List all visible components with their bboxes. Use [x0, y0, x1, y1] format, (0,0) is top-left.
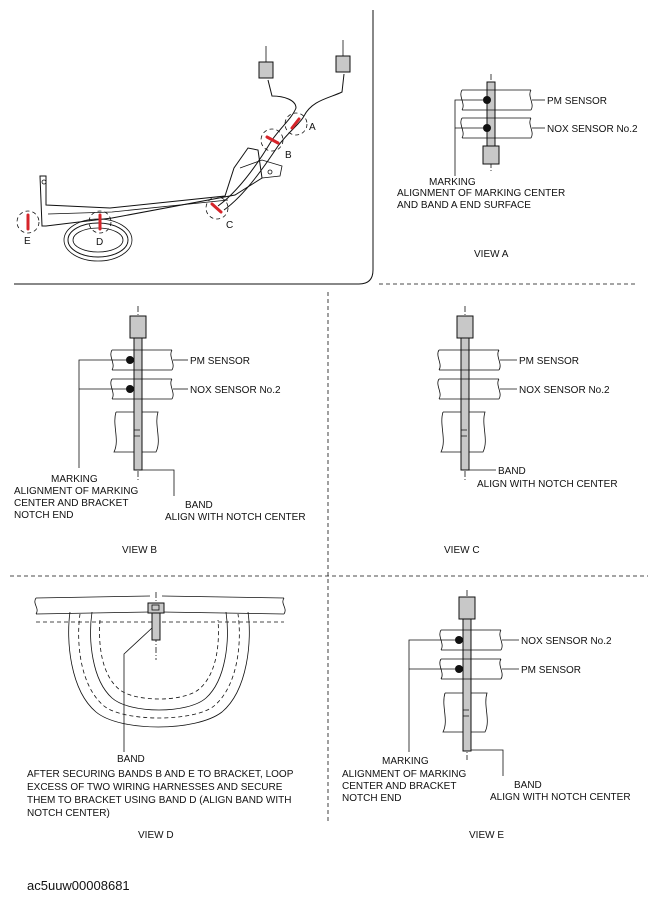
band-b-strap: [133, 337, 143, 471]
nox-harness-e: [439, 629, 503, 651]
nox-harness-c: [437, 378, 501, 400]
harness-loop: [67, 222, 129, 258]
view-b-nox-label: NOX SENSOR No.2: [190, 385, 281, 396]
view-a-note-3: AND BAND A END SURFACE: [397, 200, 531, 211]
view-c: PM SENSOR NOX SENSOR No.2 BAND ALIGN WIT…: [437, 306, 618, 556]
callout-a: A: [309, 122, 316, 133]
band-d-head: [147, 602, 165, 614]
view-d: BAND AFTER SECURING BANDS B AND E TO BRA…: [27, 592, 294, 841]
pm-sensor-connector: [258, 61, 274, 79]
band-a-strap: [486, 81, 496, 147]
view-e-note-1: MARKING: [382, 756, 429, 767]
view-c-band-note: ALIGN WITH NOTCH CENTER: [477, 479, 618, 490]
marking-b-pm: [126, 356, 134, 364]
bracket: [39, 147, 263, 227]
pm-harness-c: [437, 349, 501, 371]
view-e-band-note: ALIGN WITH NOTCH CENTER: [490, 792, 631, 803]
pm-harness-a: [460, 89, 533, 111]
view-c-band-label: BAND: [498, 466, 526, 477]
band-b-head: [129, 315, 147, 339]
view-e-note-4: NOTCH END: [342, 793, 401, 804]
callout-e: E: [24, 236, 31, 247]
marking-e-pm: [455, 665, 463, 673]
view-d-caption: VIEW D: [138, 830, 174, 841]
view-a-caption: VIEW A: [474, 249, 509, 260]
harness-nox: [223, 73, 345, 211]
nox-harness-a: [460, 117, 533, 139]
view-e: NOX SENSOR No.2 PM SENSOR MARKING ALIGNM…: [342, 590, 631, 841]
view-b-note-3: CENTER AND BRACKET: [14, 498, 128, 509]
band-c-head: [456, 315, 474, 339]
view-b-band-note: ALIGN WITH NOTCH CENTER: [165, 512, 306, 523]
callout-circle-d: [88, 210, 112, 234]
view-b-note-4: NOTCH END: [14, 510, 73, 521]
harness-loop-d-outer: [68, 611, 250, 728]
overview-frame: [14, 10, 374, 285]
bracket-notch-c: [440, 411, 486, 453]
view-a-note-2: ALIGNMENT OF MARKING CENTER: [397, 188, 565, 199]
view-e-nox-label: NOX SENSOR No.2: [521, 636, 612, 647]
callout-d: D: [96, 237, 103, 248]
view-b-note-1: MARKING: [51, 474, 98, 485]
view-b-pm-label: PM SENSOR: [190, 356, 250, 367]
callout-c: C: [226, 220, 233, 231]
view-a-pm-label: PM SENSOR: [547, 96, 607, 107]
view-d-note-1: AFTER SECURING BANDS B AND E TO BRACKET,…: [27, 769, 294, 780]
view-e-caption: VIEW E: [469, 830, 504, 841]
view-b-caption: VIEW B: [122, 545, 157, 556]
view-b-note-2: ALIGNMENT OF MARKING: [14, 486, 138, 497]
view-a-nox-label: NOX SENSOR No.2: [547, 124, 638, 135]
view-d-band-label: BAND: [117, 754, 145, 765]
view-e-note-3: CENTER AND BRACKET: [342, 781, 456, 792]
harness-loop-d-inner: [90, 611, 228, 711]
view-e-note-2: ALIGNMENT OF MARKING: [342, 769, 466, 780]
callout-circle-e: [16, 210, 40, 234]
view-e-band-label: BAND: [514, 780, 542, 791]
view-d-note-2: EXCESS OF TWO WIRING HARNESSES AND SECUR…: [27, 782, 283, 793]
nox-sensor-connector: [335, 55, 351, 73]
harness-pm: [217, 79, 297, 207]
view-c-nox-label: NOX SENSOR No.2: [519, 385, 610, 396]
nox-harness-b: [110, 378, 174, 400]
view-d-note-4: NOTCH CENTER): [27, 808, 110, 819]
bracket-notch-b: [113, 411, 159, 453]
figure-id: ac5uuw00008681: [27, 878, 130, 893]
marking-b-nox: [126, 385, 134, 393]
view-c-caption: VIEW C: [444, 545, 480, 556]
marking-a-nox: [483, 124, 491, 132]
view-d-note-3: THEM TO BRACKET USING BAND D (ALIGN BAND…: [27, 795, 291, 806]
callout-b: B: [285, 150, 292, 161]
bracket-tab: [239, 159, 283, 179]
view-e-pm-label: PM SENSOR: [521, 665, 581, 676]
view-c-pm-label: PM SENSOR: [519, 356, 579, 367]
bracket-d: [35, 595, 285, 615]
view-a-note-1: MARKING: [429, 177, 476, 188]
band-e-head: [458, 596, 476, 620]
pm-harness-e: [439, 658, 503, 680]
view-b: PM SENSOR NOX SENSOR No.2 MARKING ALIGNM…: [14, 306, 306, 556]
band-a-head: [482, 145, 500, 165]
pm-harness-b: [110, 349, 174, 371]
band-c-strap: [460, 337, 470, 471]
callout-circle-b: [260, 128, 284, 152]
overview-drawing: A B C D E: [16, 40, 351, 262]
view-b-band-label: BAND: [185, 500, 213, 511]
marking-a-pm: [483, 96, 491, 104]
band-e-strap: [462, 618, 472, 752]
view-a: PM SENSOR NOX SENSOR No.2 MARKING ALIGNM…: [397, 74, 638, 260]
callout-circle-a: [284, 112, 308, 136]
band-d-strap: [151, 612, 161, 641]
marking-e-nox: [455, 636, 463, 644]
callout-circle-c: [205, 196, 229, 220]
bracket-notch-e: [442, 692, 488, 733]
